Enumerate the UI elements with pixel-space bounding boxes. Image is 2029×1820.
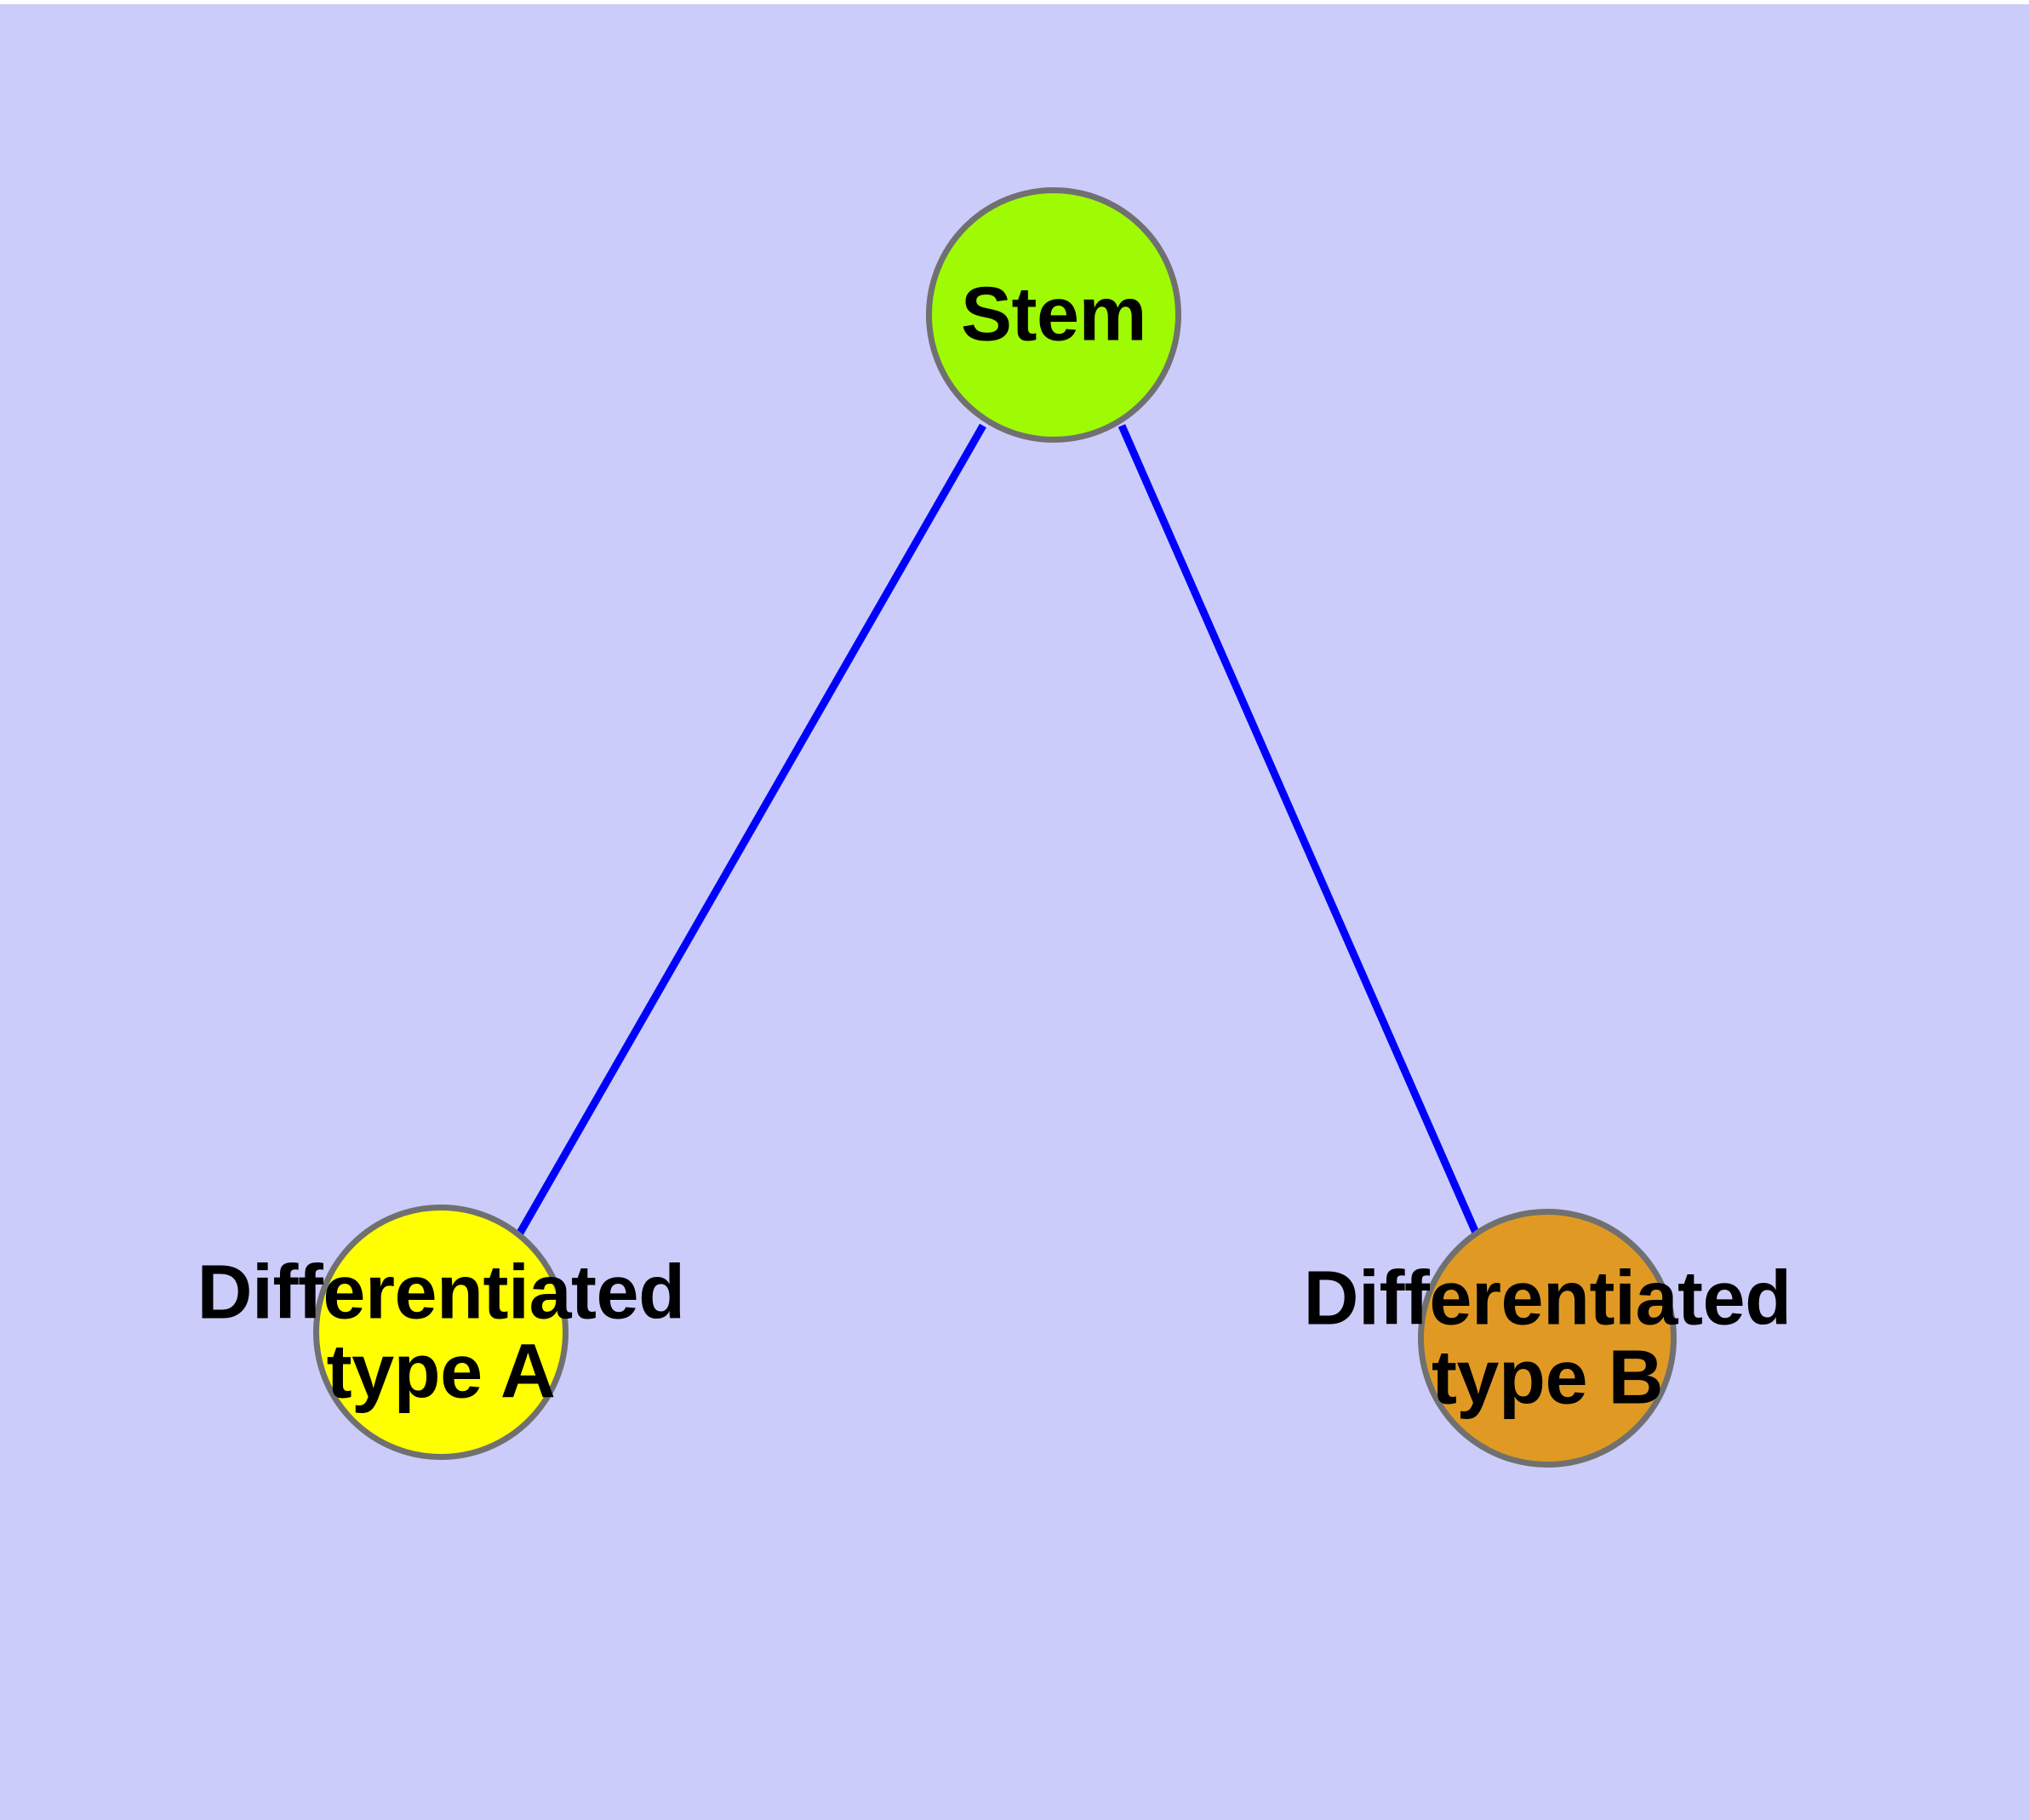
node-differentiated-type-a[interactable] [313, 1205, 569, 1460]
edge-stem-to-differentiated-type-a [516, 423, 986, 1237]
node-differentiated-type-b[interactable] [1418, 1209, 1677, 1468]
node-stem[interactable] [926, 187, 1181, 443]
edge-stem-to-differentiated-type-b [1117, 424, 1483, 1240]
top-edge-hairline [0, 0, 2029, 4]
